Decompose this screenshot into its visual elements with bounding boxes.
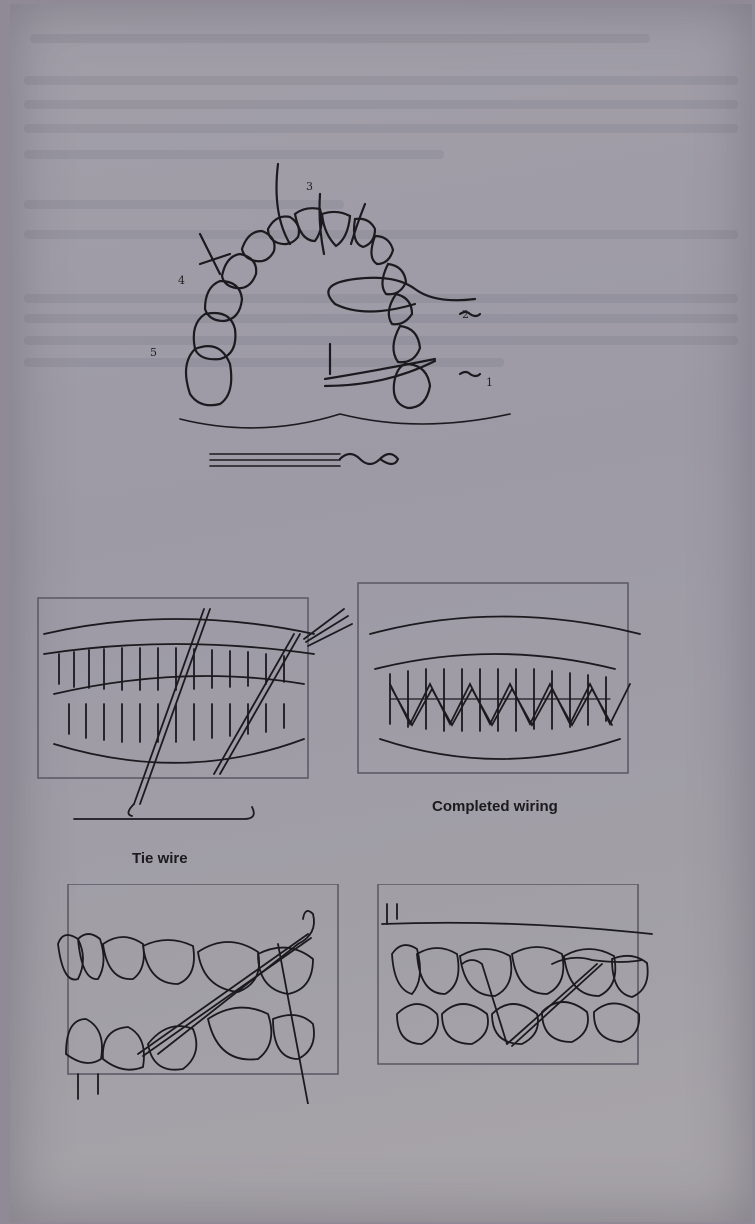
dental-arch-illustration <box>160 154 520 504</box>
caption-completed-wiring: Completed wiring <box>432 798 558 815</box>
arch-number-5: 5 <box>150 346 157 359</box>
arch-number-1: 1 <box>486 376 493 389</box>
completed-wiring-illustration <box>350 579 650 799</box>
faded-text-line <box>24 100 738 109</box>
front-teeth-tie-wire-illustration <box>34 594 354 834</box>
faded-text-line <box>24 124 738 133</box>
faded-text-line <box>24 76 738 85</box>
document-page: 3 4 5 2 1 <box>10 4 752 1222</box>
side-view-wiring-right-illustration <box>372 884 662 1084</box>
arch-number-3: 3 <box>306 180 313 193</box>
caption-tie-wire: Tie wire <box>132 850 188 867</box>
arch-number-4: 4 <box>178 274 185 287</box>
faded-text-line <box>30 34 650 43</box>
arch-number-2: 2 <box>462 308 469 321</box>
side-view-wiring-left-illustration <box>48 884 348 1104</box>
